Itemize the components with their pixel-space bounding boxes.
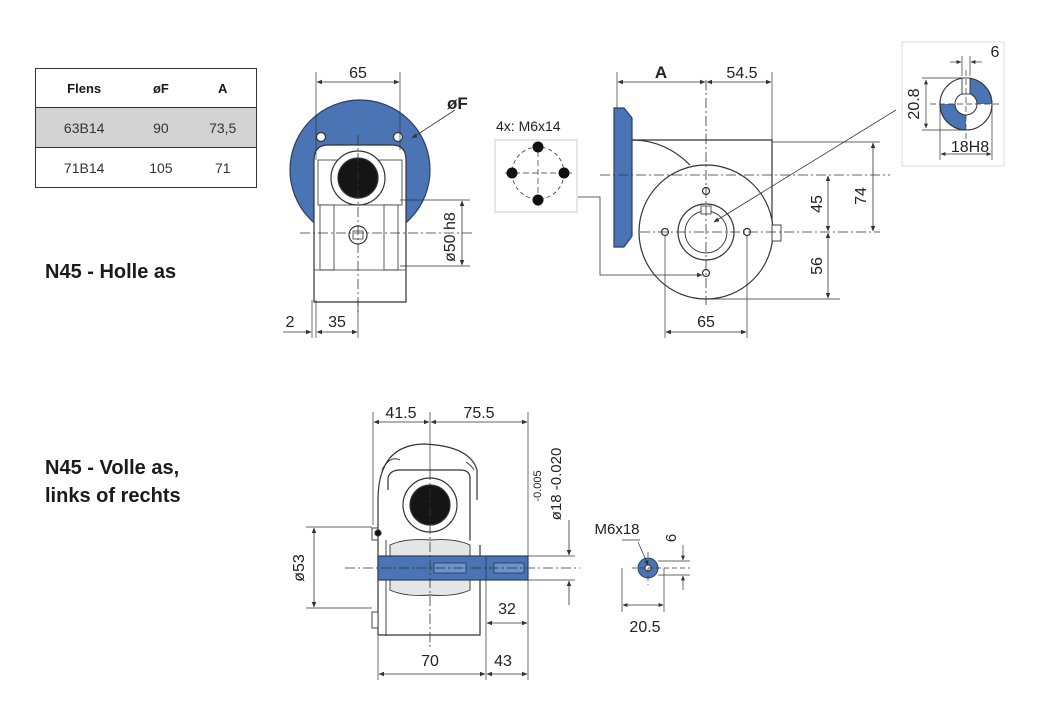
dim-75-5: 75.5 [463,405,494,422]
title-solid-shaft-line2: links of rechts [45,485,181,507]
dim-18H8: 18H8 [951,139,989,156]
table-cell: 90 [132,107,190,148]
keyway-inset [901,41,1005,167]
flange-table: Flens øF A 63B14 90 73,5 71B14 105 71 [35,68,257,188]
dim-74: 74 [853,187,870,205]
dim-holes: 4x: M6x14 [496,118,561,134]
dim-20-5: 20.5 [629,619,660,636]
solid-shaft-view [306,412,580,680]
side-view-hollow [578,72,897,338]
dim-tolerance-upper: -0.005 [532,470,544,501]
table-cell: 71B14 [35,147,133,188]
dim-phi18: ø18 -0.020 [548,448,565,521]
dim-2: 2 [286,314,295,331]
col-flens: Flens [67,80,102,96]
dim-M6x18: M6x18 [594,521,639,538]
front-view-hollow [283,72,475,338]
dim-phiF: øF [447,94,468,113]
table-row: 63B14 90 73,5 [35,107,257,148]
shaft-end-view [621,539,690,612]
dim-35: 35 [328,314,346,331]
table-cell: 73,5 [189,107,257,148]
dim-front-65: 65 [349,65,367,82]
table-cell: 105 [132,147,190,188]
title-solid-shaft-line1: N45 - Volle as, [45,457,180,479]
table-cell: 63B14 [35,107,133,148]
side-flange [613,107,633,248]
dim-43: 43 [494,653,512,670]
table-row: 71B14 105 71 [35,147,257,188]
dim-phi50: ø50 h8 [442,212,459,262]
table-cell: 71 [189,147,257,188]
col-A: A [218,80,228,96]
dim-41-5: 41.5 [385,405,416,422]
dim-45: 45 [809,195,826,213]
hole-pattern-inset [494,139,578,213]
dim-54-5: 54.5 [726,65,757,82]
dim-phi53: ø53 [291,554,308,582]
dim-56: 56 [809,257,826,275]
dim-32: 32 [498,601,516,618]
dim-side-65: 65 [697,314,715,331]
dim-shaft-6: 6 [663,534,680,542]
dim-20-8: 20.8 [906,88,923,119]
dim-keyway-6: 6 [991,44,1000,61]
dim-A: A [655,63,667,82]
col-phiF: øF [152,80,169,96]
dim-70: 70 [421,653,439,670]
title-hollow-shaft: N45 - Holle as [45,261,177,283]
